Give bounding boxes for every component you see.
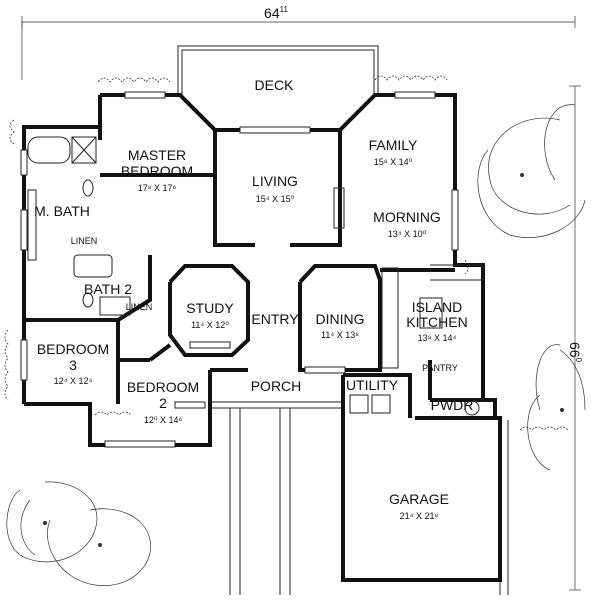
living-label: LIVING: [252, 173, 298, 189]
bedroom-2-dim: 12⁰ X 14⁶: [144, 415, 183, 425]
garage-label: GARAGE: [389, 491, 449, 507]
morning-label: MORNING: [373, 209, 441, 225]
deck-outline: [177, 45, 379, 99]
bedroom-3-dim: 12⁴ X 12⁴: [54, 376, 93, 386]
overall-depth-label: 660: [567, 342, 583, 363]
porch-lines: [210, 401, 509, 595]
bedroom-3-label-2: 3: [69, 357, 77, 373]
family-dim: 15⁸ X 14⁰: [374, 157, 413, 167]
linen-label-2: LINEN: [126, 302, 153, 312]
island-kitchen-label-2: KITCHEN: [406, 314, 467, 330]
master-bedroom-label-2: BEDROOM: [121, 163, 193, 179]
entry-label: ENTRY: [251, 311, 299, 327]
dining-dim: 11⁴ X 13⁸: [321, 330, 359, 340]
pantry-label: PANTRY: [422, 363, 458, 373]
dining-label: DINING: [316, 311, 365, 327]
garage-dim: 21⁴ X 21⁸: [400, 511, 439, 521]
study-label: STUDY: [186, 300, 234, 316]
windows: [20, 91, 459, 448]
bedroom-3-label: BEDROOM: [37, 341, 109, 357]
island-kitchen-label: ISLAND: [412, 299, 463, 315]
bedroom-2-label: BEDROOM: [127, 379, 199, 395]
trees: [6, 104, 586, 586]
fixtures: [27, 136, 484, 416]
master-bedroom-label: MASTER: [128, 147, 186, 163]
overall-width-label: 6411: [264, 5, 288, 21]
living-dim: 15⁴ X 15⁰: [256, 194, 295, 204]
morning-dim: 13⁴ X 10⁰: [388, 229, 427, 239]
porch-label: PORCH: [251, 378, 302, 394]
bath-2-label: BATH 2: [84, 281, 132, 297]
island-kitchen-dim: 13⁸ X 14⁴: [418, 333, 457, 343]
m-bath-label: M. BATH: [34, 203, 90, 219]
deck-label: DECK: [255, 77, 295, 93]
shrubs: [4, 75, 569, 431]
study-dim: 11⁴ X 12⁰: [191, 320, 229, 330]
dimension-lines: [21, 16, 581, 591]
master-bedroom-dim: 17⁸ X 17⁶: [138, 183, 177, 193]
family-label: FAMILY: [369, 137, 418, 153]
utility-label: UTILITY: [346, 377, 399, 393]
interior-walls: [24, 95, 483, 418]
bedroom-2-label-2: 2: [159, 395, 167, 411]
pwdr-label: PWDR: [431, 397, 474, 413]
linen-label-1: LINEN: [71, 236, 98, 246]
